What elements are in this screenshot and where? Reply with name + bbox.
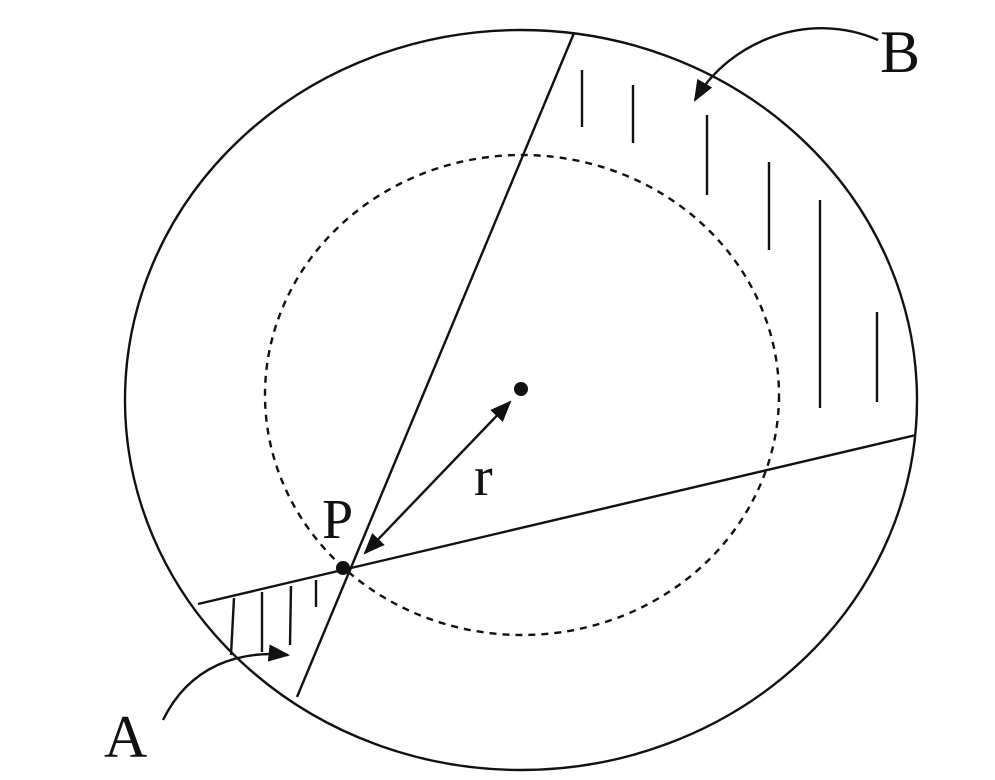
label-p: P <box>322 489 353 551</box>
point-p-dot <box>336 561 350 575</box>
hatch-region-b <box>580 70 879 408</box>
center-dot <box>514 382 528 396</box>
line-two <box>197 433 917 606</box>
hatch-region-a <box>229 580 318 656</box>
line-one <box>295 32 576 698</box>
label-a: A <box>104 704 147 770</box>
arrow-to-region-b <box>693 27 879 102</box>
outer-ellipse <box>123 28 919 772</box>
label-b: B <box>880 19 920 85</box>
radius-arrow <box>363 400 512 555</box>
arrow-to-region-a <box>161 644 291 721</box>
label-r: r <box>474 446 493 508</box>
